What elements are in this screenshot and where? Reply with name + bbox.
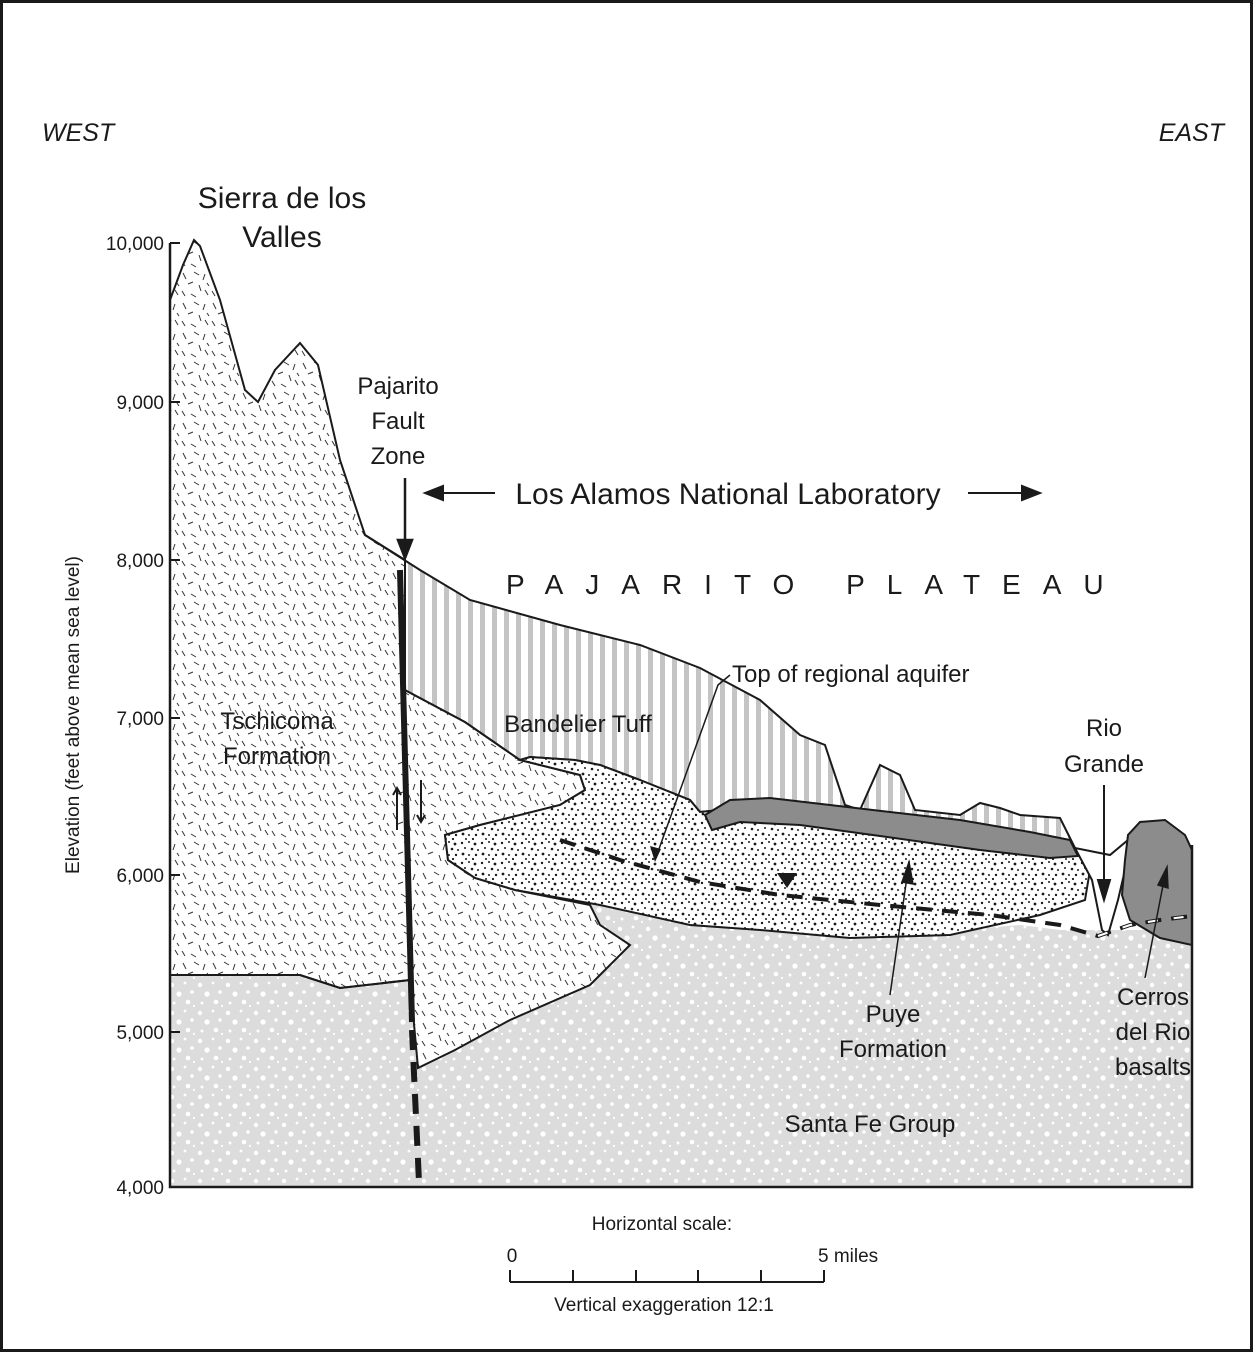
fault-label-line3: Zone: [371, 443, 426, 470]
section-axes: [168, 243, 1194, 1189]
santa-fe-label: Santa Fe Group: [785, 1111, 956, 1138]
y-axis-ticks: [170, 242, 180, 1033]
water-table-symbol: [777, 873, 797, 888]
y-tick-label: 10,000: [106, 234, 164, 255]
scale-end-label: 5 miles: [818, 1246, 878, 1267]
puye-formation-unit: [443, 755, 1092, 940]
rio-grande-label-line1: Rio: [1086, 715, 1122, 742]
tschicoma-label-line1: Tschicoma: [220, 708, 334, 735]
plateau-label: PAJARITO PLATEAU: [506, 569, 1126, 600]
cerros-label-line3: basalts: [1115, 1054, 1191, 1081]
y-tick-label: 5,000: [116, 1023, 164, 1044]
peak-label-line2: Valles: [242, 221, 321, 254]
y-tick-label: 8,000: [116, 551, 164, 572]
peak-label-line1: Sierra de los: [198, 182, 366, 215]
section-body: [170, 238, 1192, 1187]
west-label: WEST: [42, 119, 116, 147]
puye-pointer-arrow: [889, 859, 914, 996]
regional-aquifer-line: [559, 838, 1192, 939]
cerros-del-rio-basalts-unit: [1120, 818, 1192, 947]
lab-label: Los Alamos National Laboratory: [515, 478, 940, 511]
rio-grande-pointer-arrow: [1096, 785, 1112, 904]
rio-grande-label-line2: Grande: [1064, 751, 1144, 778]
fault-pointer-arrow: [396, 478, 414, 562]
cerros-label-line1: Cerros: [1117, 984, 1189, 1011]
vertical-exaggeration: Vertical exaggeration 12:1: [554, 1295, 774, 1316]
fault-label-line1: Pajarito: [357, 373, 438, 400]
y-tick-label: 6,000: [116, 866, 164, 887]
puye-label-line1: Puye: [866, 1001, 921, 1028]
east-label: EAST: [1159, 119, 1226, 147]
scale-bar: [509, 1270, 825, 1283]
puye-label-line2: Formation: [839, 1036, 947, 1063]
scale-title: Horizontal scale:: [592, 1214, 732, 1235]
y-axis-label: Elevation (feet above mean sea level): [63, 556, 84, 874]
aquifer-pointer-arrow: [654, 674, 731, 861]
bandelier-label: Bandelier Tuff: [504, 711, 652, 738]
y-tick-label: 7,000: [116, 709, 164, 730]
fault-motion-arrows: [392, 780, 426, 830]
pajarito-fault-line: [397, 569, 415, 1023]
y-axis-tick-labels: 10,000 9,000 8,000 7,000 6,000 5,000 4,0…: [106, 234, 164, 1199]
cerros-label-line2: del Rio: [1116, 1019, 1191, 1046]
scale-start-label: 0: [507, 1246, 518, 1267]
lab-right-arrow: [968, 484, 1043, 502]
cerros-pointer-arrow: [1144, 864, 1169, 979]
fault-label-line2: Fault: [371, 408, 425, 435]
tschicoma-label-line2: Formation: [223, 743, 331, 770]
santa-fe-group-unit: [170, 975, 1192, 1187]
y-tick-label: 4,000: [116, 1178, 164, 1199]
y-tick-label: 9,000: [116, 393, 164, 414]
lab-left-arrow: [422, 484, 495, 502]
aquifer-label: Top of regional aquifer: [732, 661, 970, 688]
